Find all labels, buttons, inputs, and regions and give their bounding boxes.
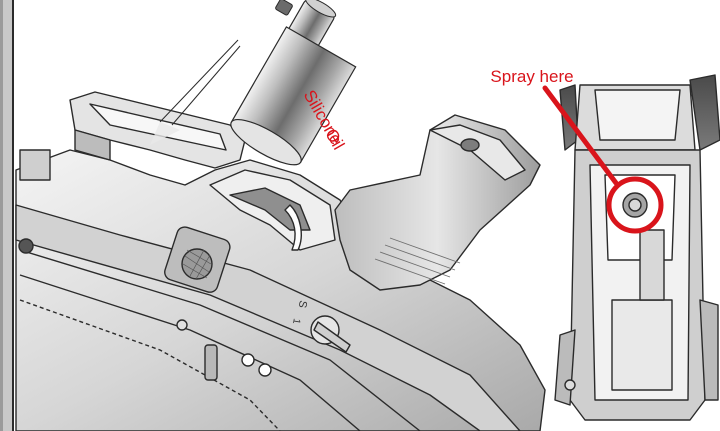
can-bottom <box>230 119 302 166</box>
spray-target-ring <box>606 176 664 234</box>
takedown-pin <box>18 238 34 254</box>
detail-view <box>548 0 720 431</box>
silicone-oil-can <box>230 0 357 166</box>
can-nozzle-tip <box>275 0 293 16</box>
grip-screw-hole <box>460 138 480 152</box>
spray-here-label: Spray here <box>490 67 573 86</box>
spray-arrow-line <box>542 85 619 186</box>
trigger <box>284 204 302 251</box>
svg-text:1: 1 <box>290 317 302 325</box>
bolt-catch <box>204 344 218 381</box>
spray-callout: Spray here <box>490 67 664 234</box>
svg-text:S: S <box>296 299 309 308</box>
buffer-tube-right <box>689 74 720 151</box>
spray-mist-line <box>159 39 239 123</box>
receiver-rail <box>15 204 521 431</box>
lower-receiver: S 1 <box>15 91 546 431</box>
left-side-panel <box>0 0 14 431</box>
